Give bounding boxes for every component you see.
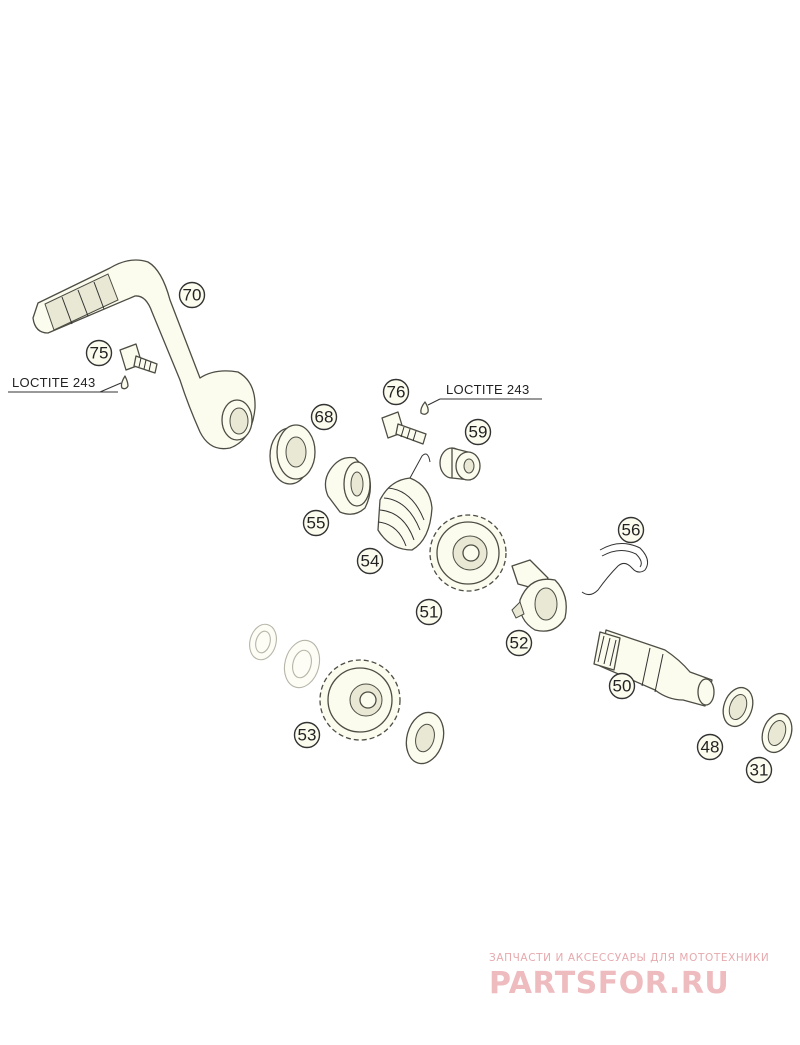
callout-number: 52 [510, 634, 529, 653]
washer-31 [761, 712, 793, 754]
loctite-note-left: LOCTITE 243 [8, 375, 122, 393]
idler-gear-53 [249, 623, 445, 765]
bolt-76 [381, 401, 429, 445]
callout-number: 76 [387, 383, 406, 402]
callout-31: 31 [745, 756, 773, 784]
bushing-59 [439, 447, 481, 481]
callout-53: 53 [293, 721, 321, 749]
circlip-48 [722, 686, 754, 728]
loctite-note-right: LOCTITE 243 [427, 382, 542, 406]
callout-59: 59 [464, 418, 492, 446]
callout-number: 53 [298, 726, 317, 745]
callout-75: 75 [85, 339, 113, 367]
bolt-75 [119, 343, 158, 390]
loctite-label: LOCTITE 243 [446, 382, 530, 397]
callout-50: 50 [608, 672, 636, 700]
callout-number: 54 [361, 552, 380, 571]
callout-number: 68 [315, 408, 334, 427]
callout-76: 76 [382, 378, 410, 406]
spring-guide-55 [324, 456, 372, 515]
callout-48: 48 [696, 733, 724, 761]
wire-clip-56 [581, 543, 649, 596]
callout-51: 51 [415, 598, 443, 626]
callout-number: 70 [183, 286, 202, 305]
callout-56: 56 [617, 516, 645, 544]
callout-number: 51 [420, 603, 439, 622]
callout-number: 50 [613, 677, 632, 696]
kickstarter-lever [32, 259, 256, 450]
gear-51 [429, 514, 507, 592]
callout-number: 55 [307, 514, 326, 533]
callout-52: 52 [505, 629, 533, 657]
callout-number: 59 [469, 423, 488, 442]
callout-54: 54 [356, 547, 384, 575]
watermark-tagline: ЗАПЧАСТИ И АКСЕССУАРЫ ДЛЯ МОТОТЕХНИКИ [489, 952, 769, 964]
callout-number: 48 [701, 738, 720, 757]
seal-ring-68 [269, 424, 316, 485]
callout-number: 75 [90, 344, 109, 363]
callout-number: 56 [622, 521, 641, 540]
loctite-drop-icon [120, 375, 129, 390]
ratchet-52 [511, 559, 567, 632]
callout-55: 55 [302, 509, 330, 537]
loctite-drop-icon [420, 401, 429, 415]
callout-70: 70 [178, 281, 206, 309]
watermark: ЗАПЧАСТИ И АКСЕССУАРЫ ДЛЯ МОТОТЕХНИКИ PA… [489, 952, 769, 1001]
loctite-label: LOCTITE 243 [12, 375, 96, 390]
kick-spring-54 [377, 453, 433, 551]
kickstarter-shaft-50 [593, 629, 715, 707]
callout-68: 68 [310, 403, 338, 431]
callout-number: 31 [750, 761, 769, 780]
watermark-brand: PARTSFOR.RU [489, 966, 729, 1001]
